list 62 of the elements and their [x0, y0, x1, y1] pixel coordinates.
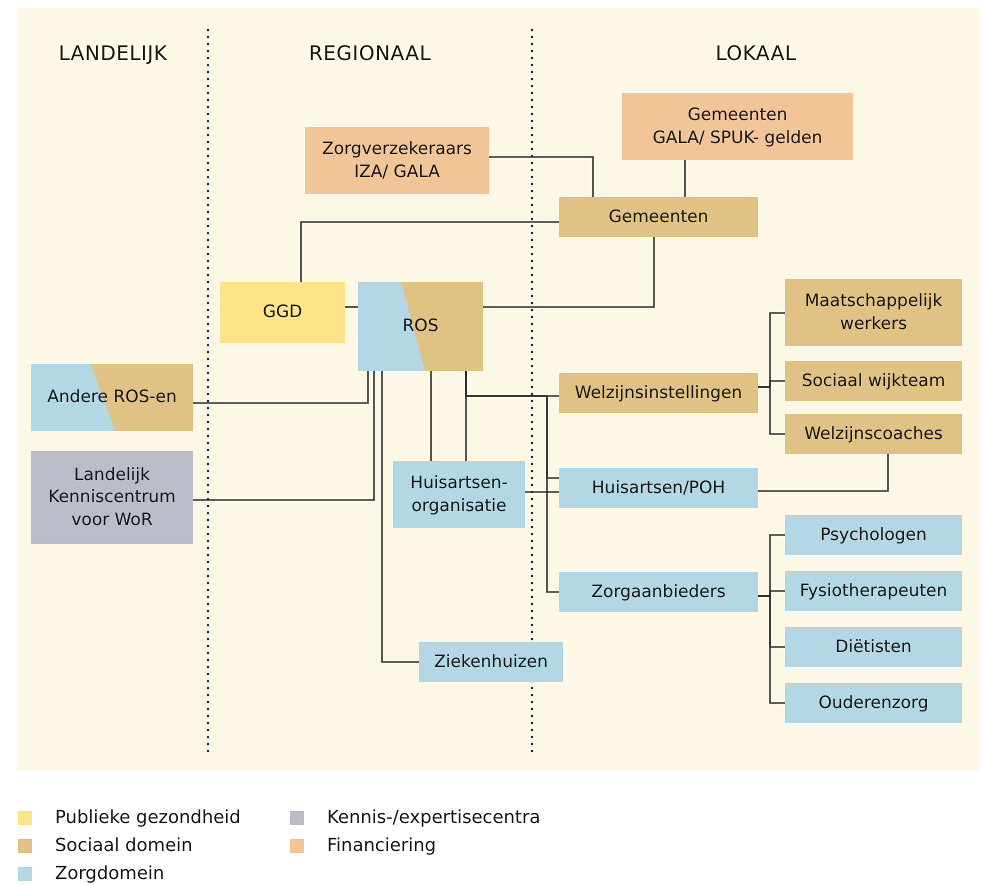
- box-label: Huisartsen-organisatie: [409, 472, 509, 517]
- category-box: [622, 93, 853, 160]
- legend-label: Sociaal domein: [55, 835, 193, 856]
- connector-line: [193, 371, 369, 404]
- category-box: [559, 197, 758, 237]
- box-label: IZA/ GALA: [354, 160, 440, 183]
- box-label: Psychologen: [820, 524, 927, 546]
- category-box: [785, 361, 962, 401]
- legend-label: Publieke gezondheid: [55, 807, 241, 828]
- box-label: Welzijnscoaches: [804, 422, 943, 446]
- box-label: Welzijnsinstellingen: [574, 382, 742, 404]
- column-heading: LOKAAL: [714, 41, 798, 65]
- connector-line: [465, 371, 559, 593]
- category-box: [785, 515, 962, 555]
- connector-line: [483, 237, 655, 308]
- connector-line: [345, 306, 358, 308]
- box-label: Gemeenten: [688, 104, 788, 126]
- category-box: [31, 364, 193, 431]
- category-box: [305, 127, 489, 194]
- category-box: [220, 282, 345, 343]
- category-box: [785, 279, 962, 346]
- box-label: Gemeenten: [608, 206, 708, 228]
- box-label: Huisartsen/POH: [592, 476, 726, 500]
- box-label: Maatschappelijk werkers: [804, 290, 944, 335]
- box-label: Ouderenzorg: [818, 692, 929, 714]
- category-box: [419, 642, 563, 682]
- box-label: Sociaal wijkteam: [802, 370, 946, 392]
- connector-line: [381, 371, 419, 663]
- category-box: [31, 451, 193, 544]
- column-heading: LANDELIJK: [58, 41, 168, 65]
- connector-line: [758, 386, 785, 435]
- box-label: Landelijk Kenniscentrum voor WoR: [47, 464, 177, 531]
- box-label: Diëtisten: [835, 636, 912, 658]
- connector-line: [684, 160, 686, 197]
- box-label: Zorgaanbieders: [591, 580, 726, 604]
- connector-line: [758, 454, 889, 492]
- connector-line: [193, 371, 375, 501]
- box-label: GALA/ SPUK- gelden: [652, 126, 822, 149]
- connector-line: [430, 371, 432, 461]
- category-box: [393, 461, 525, 528]
- box-label: GGD: [262, 301, 302, 324]
- box-label: ROS: [402, 315, 438, 338]
- category-box: [785, 627, 962, 667]
- category-box: [559, 468, 758, 508]
- box-label: Fysiotherapeuten: [800, 580, 948, 602]
- category-box: [358, 282, 483, 371]
- column-heading: REGIONAAL: [308, 41, 432, 65]
- legend-label: Kennis-/expertisecentra: [327, 807, 540, 828]
- box-label: Zorgverzekeraars: [322, 138, 472, 160]
- legend-label: Financiering: [327, 835, 436, 856]
- connector-line: [300, 221, 559, 282]
- category-box: [785, 683, 962, 723]
- connector-line: [758, 595, 785, 704]
- legend-label: Zorgdomein: [55, 863, 164, 884]
- box-label: Ziekenhuizen: [434, 650, 548, 674]
- category-box: [785, 414, 962, 454]
- connector-line: [489, 156, 594, 197]
- category-box: [785, 571, 962, 611]
- category-box: [559, 572, 758, 612]
- box-label: Andere ROS-en: [47, 386, 177, 409]
- connector-line: [525, 491, 559, 493]
- category-box: [559, 373, 758, 413]
